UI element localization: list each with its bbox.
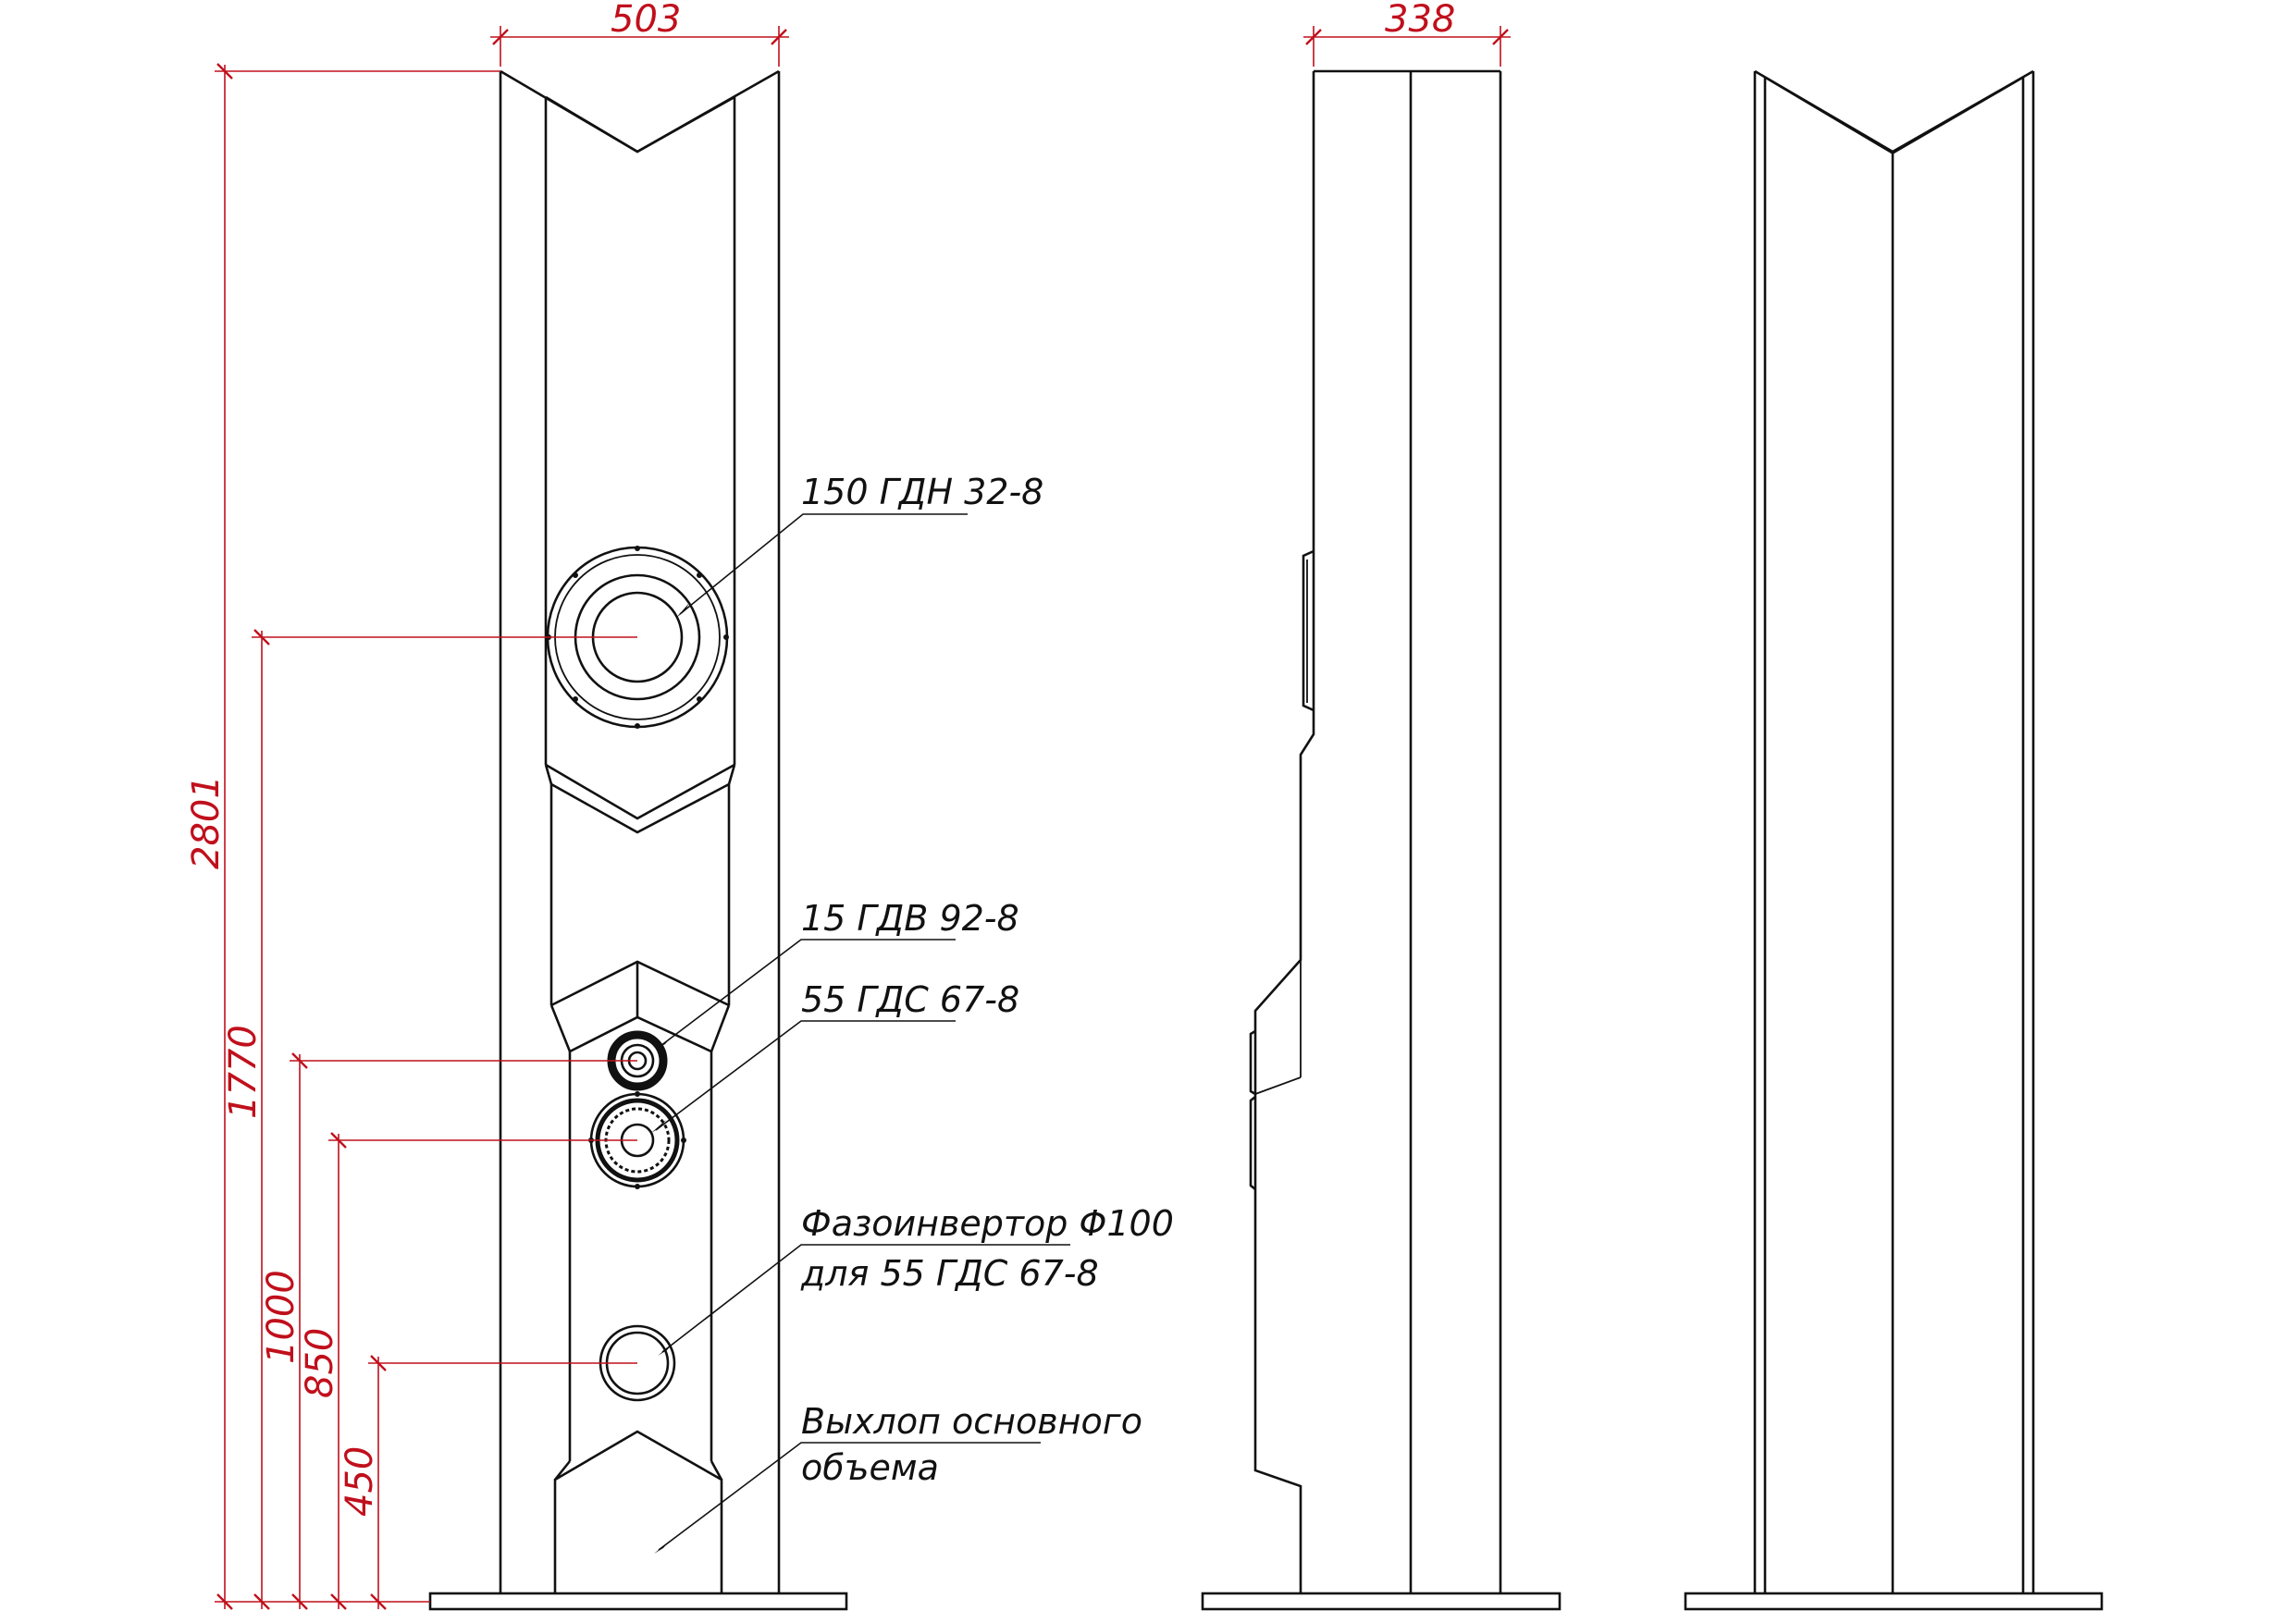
tweeter-leader (660, 939, 956, 1047)
exhaust-label-line2: объема (801, 1447, 939, 1488)
front-lower-panel-close-left (553, 1460, 572, 1481)
height-850-label: 850 (299, 1328, 341, 1398)
front-dimensions: 503 2801 1770 1000 850 450 (185, 0, 789, 1610)
port-label-line2: для 55 ГДС 67-8 (800, 1253, 1099, 1294)
front-upper-panel-top (545, 95, 735, 154)
height-450-label: 450 (339, 1446, 381, 1517)
front-base-plate (428, 1592, 848, 1611)
rear-top-edge (1754, 69, 2034, 154)
port-leader (661, 1244, 1070, 1353)
midrange-leader (655, 1020, 956, 1131)
annotations: 150 ГДН 32-8 15 ГДВ 92-8 55 ГДС 67-8 Фаз… (651, 472, 1174, 1554)
width-dimension: 503 (611, 0, 681, 41)
front-top-edge (500, 69, 780, 154)
side-woofer-bulge (1302, 549, 1315, 712)
front-upper-chevron-inner (550, 782, 730, 834)
exhaust-label-line1: Выхлоп основного (801, 1401, 1142, 1442)
height-1770-label: 1770 (222, 1025, 265, 1119)
woofer-label: 150 ГДН 32-8 (801, 472, 1043, 512)
front-view (428, 69, 848, 1611)
rear-base-plate (1684, 1592, 2104, 1611)
exhaust-leader (658, 1442, 1041, 1551)
front-upper-chevron-outer (545, 763, 735, 820)
woofer-leader (679, 513, 968, 615)
height-1000-label: 1000 (260, 1270, 302, 1364)
front-upper-chevron-right (727, 764, 736, 785)
rear-view (1684, 69, 2104, 1611)
height-2801-label: 2801 (185, 775, 228, 869)
side-view: 338 (1201, 0, 1562, 1611)
side-tweeter-bulge (1249, 1029, 1256, 1096)
midrange-label: 55 ГДС 67-8 (801, 979, 1019, 1020)
tweeter-label: 15 ГДВ 92-8 (801, 898, 1019, 939)
side-base-plate (1201, 1592, 1562, 1611)
depth-dimension: 338 (1385, 0, 1455, 41)
front-exhaust-opening (553, 1430, 723, 1593)
port-label-line1: Фазоинвертор Φ100 (801, 1203, 1174, 1244)
side-front-profile (1253, 71, 1315, 1593)
side-midrange-bulge (1249, 1095, 1256, 1191)
front-lower-chevron-top (550, 960, 730, 1007)
front-lower-panel-close-right (710, 1460, 723, 1481)
front-upper-chevron-left (544, 764, 553, 785)
